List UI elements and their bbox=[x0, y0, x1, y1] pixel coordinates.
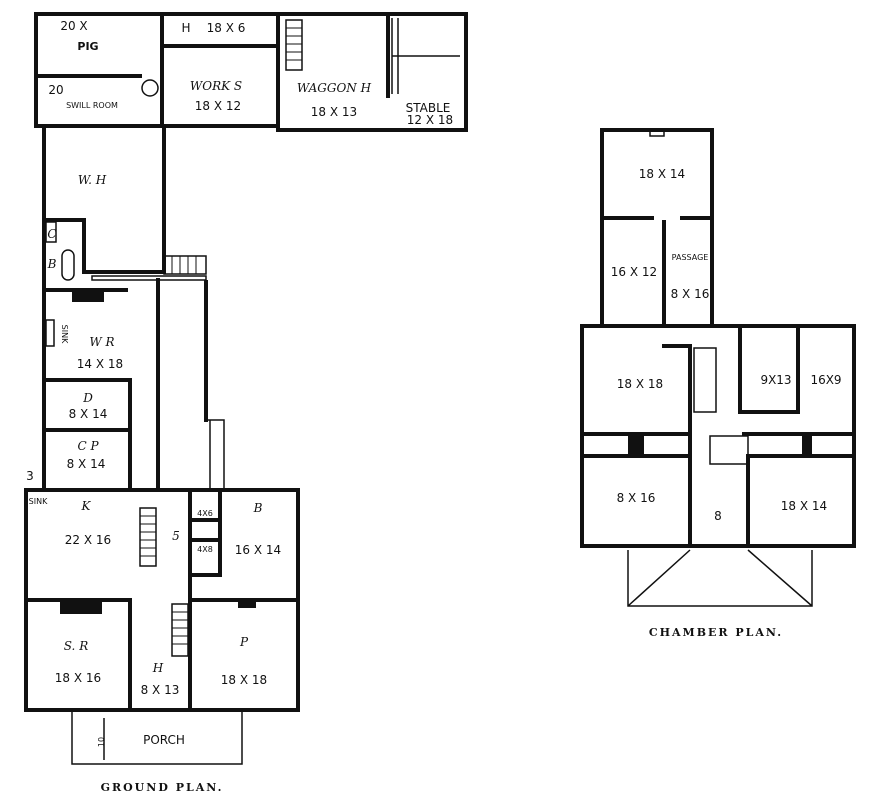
ground-plan: 20 X PIG H 18 X 6 20 SWILL ROOM WORK S 1… bbox=[24, 12, 468, 794]
bedroom-label: B bbox=[253, 501, 263, 515]
wash-room-label: W R bbox=[89, 335, 114, 349]
porch-dimension: 10 bbox=[97, 737, 106, 747]
kitchen-chimney-icon bbox=[60, 598, 102, 614]
chamber-stair-landing bbox=[709, 435, 749, 465]
parlor-label: P bbox=[239, 635, 249, 649]
kitchen-label: K bbox=[81, 499, 92, 513]
sitting-room-size: 18 X 16 bbox=[55, 671, 101, 685]
swill-room-label: SWILL ROOM bbox=[66, 101, 118, 110]
chamber-18x14-size: 18 X 14 bbox=[781, 499, 827, 513]
parlor-chimney-icon bbox=[238, 600, 256, 608]
ground-plan-caption: GROUND PLAN. bbox=[101, 781, 224, 794]
chamber-chimney-left-icon bbox=[628, 436, 644, 454]
waggon-house-size: 18 X 13 bbox=[311, 105, 357, 119]
wood-house-label: W. H bbox=[78, 173, 107, 187]
chamber-16x9-size: 16X9 bbox=[810, 373, 841, 387]
passage-5-label: 5 bbox=[172, 529, 180, 543]
sink-icon bbox=[45, 319, 55, 347]
chamber-plan-caption: CHAMBER PLAN. bbox=[649, 626, 783, 639]
closet-4x8-label: 4X8 bbox=[197, 545, 213, 554]
chamber-top-room-size: 18 X 14 bbox=[639, 167, 685, 181]
pig-room-label: PIG bbox=[77, 40, 98, 53]
swill-room-size: 20 bbox=[48, 83, 63, 97]
wash-room-size: 14 X 18 bbox=[77, 357, 123, 371]
parlor-size: 18 X 18 bbox=[221, 673, 267, 687]
chamber-left-room-size: 16 X 12 bbox=[611, 265, 657, 279]
chamber-plan: 18 X 14 16 X 12 PASSAGE 8 X 16 18 X 18 9… bbox=[580, 128, 856, 639]
hall-size: 8 X 13 bbox=[141, 683, 180, 697]
outbuilding-walls bbox=[34, 12, 468, 132]
chamber-big-room-size: 18 X 18 bbox=[617, 377, 663, 391]
chamber-chimney-right-icon bbox=[802, 436, 812, 454]
outbuilding-stair bbox=[285, 19, 303, 71]
wash-room-chimney-icon bbox=[72, 290, 104, 302]
dairy-size: 8 X 14 bbox=[69, 407, 108, 421]
pig-room-size: 20 X bbox=[60, 19, 87, 33]
sitting-room-label: S. R bbox=[64, 639, 88, 653]
chamber-walls bbox=[580, 128, 856, 607]
kitchen-sink-label: SINK bbox=[29, 497, 48, 506]
bedroom-size: 16 X 14 bbox=[235, 543, 281, 557]
marker-3: 3 bbox=[26, 469, 34, 483]
chamber-porch-roof bbox=[627, 549, 813, 607]
passage-size: 8 X 16 bbox=[671, 287, 710, 301]
hall-label: H bbox=[152, 661, 164, 675]
waggon-house-label: WAGGON H bbox=[297, 81, 372, 95]
stable-size: 12 X 18 bbox=[407, 113, 453, 127]
sink-label: SINK bbox=[60, 325, 69, 344]
closet-4x6-label: 4X6 bbox=[197, 509, 213, 518]
small-h-label: H bbox=[181, 21, 190, 35]
porch-label: PORCH bbox=[143, 733, 185, 747]
workshop-size: 18 X 12 bbox=[195, 99, 241, 113]
swill-boiler-icon bbox=[141, 79, 159, 97]
workshop-label: WORK S bbox=[190, 79, 242, 93]
cellar-pantry-label: C P bbox=[77, 439, 99, 453]
bath-label: B bbox=[47, 257, 57, 271]
chamber-8x16-size: 8 X 16 bbox=[617, 491, 656, 505]
steps-icon bbox=[163, 255, 207, 275]
porch-outline bbox=[71, 712, 243, 765]
cellar-pantry-size: 8 X 14 bbox=[67, 457, 106, 471]
main-house-walls bbox=[24, 488, 300, 765]
passage-label: PASSAGE bbox=[672, 253, 709, 262]
closet-label: C bbox=[47, 227, 56, 241]
hall-stair bbox=[171, 603, 189, 657]
chamber-stair-upper bbox=[693, 347, 717, 413]
chamber-9x13-size: 9X13 bbox=[760, 373, 791, 387]
bath-tub-icon bbox=[61, 249, 75, 281]
stable-label: STABLE bbox=[406, 101, 451, 115]
chamber-top-chimney-icon bbox=[649, 129, 665, 137]
small-h-size: 18 X 6 bbox=[207, 21, 246, 35]
kitchen-size: 22 X 16 bbox=[65, 533, 111, 547]
service-wing-walls bbox=[42, 128, 225, 492]
closet-icon bbox=[45, 221, 57, 243]
kitchen-stair bbox=[139, 507, 157, 567]
dairy-label: D bbox=[82, 391, 93, 405]
chamber-hall-size: 8 bbox=[714, 509, 722, 523]
